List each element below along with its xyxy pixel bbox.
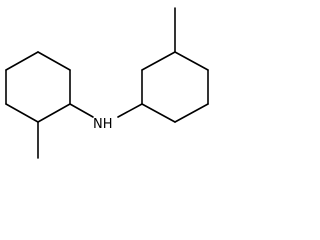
- left-ring-bond: [5, 103, 39, 123]
- right-ring-bond: [174, 51, 209, 71]
- right-cyclohexane-ring: [141, 51, 209, 123]
- right-ring-bond: [141, 103, 176, 123]
- left-ring-to-nh-bond: [69, 103, 94, 118]
- left-ring-bond: [37, 51, 71, 71]
- left-ring-bond: [37, 103, 71, 123]
- nh-to-right-ring-bond: [117, 103, 143, 118]
- left-cyclohexane-ring: [5, 51, 71, 123]
- right-ring-bond: [141, 51, 176, 71]
- nh-label: NH: [93, 117, 113, 132]
- chemical-structure-diagram: NH: [5, 7, 209, 159]
- left-ring-bond: [5, 51, 39, 71]
- right-ring-bond: [174, 103, 209, 123]
